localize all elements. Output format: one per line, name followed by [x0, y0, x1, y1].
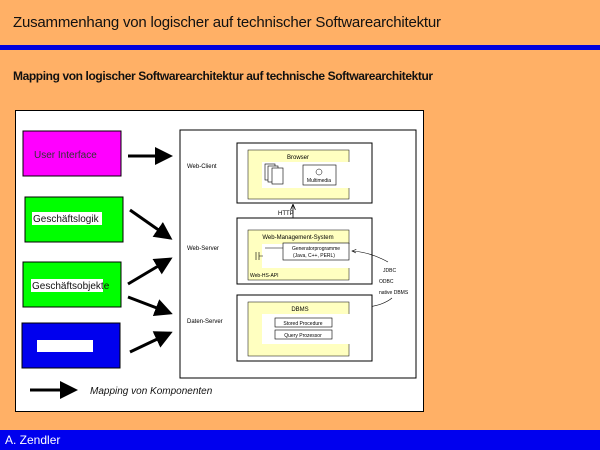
generator-languages-label: (Java, C++, PERL) — [293, 253, 335, 259]
http-label: HTTP — [278, 211, 294, 217]
business-objects-box: Geschäftsobjekte — [22, 261, 122, 308]
legend-label: Mapping von Komponenten — [90, 386, 213, 397]
api-label: Web-HS-API — [250, 273, 279, 279]
business-logic-label: Geschäftslogik — [33, 214, 100, 225]
odbc-label: ODBC — [379, 279, 394, 285]
multimedia-icon — [315, 168, 323, 176]
browser-label: Browser — [287, 155, 309, 161]
mapping-arrow — [127, 295, 173, 317]
wms-label: Web-Management-System — [262, 235, 333, 241]
db-connection — [352, 251, 389, 263]
document-icon — [264, 163, 284, 185]
stored-procedure-label: Stored Procedure — [283, 321, 322, 327]
tier-client-label: Web-Client — [187, 164, 217, 170]
data-server-node: DBMS Stored Procedure Query Prozessor — [236, 294, 373, 362]
title-divider — [0, 45, 600, 50]
mapping-arrow — [127, 257, 173, 286]
data-box — [21, 322, 121, 369]
business-objects-label: Geschäftsobjekte — [32, 281, 110, 292]
jdbc-label: JDBC — [383, 268, 396, 274]
query-processor-box — [274, 329, 333, 340]
slide-title: Zusammenhang von logischer auf technisch… — [13, 14, 441, 31]
dbms-label: DBMS — [291, 307, 308, 313]
footer-bar: A. Zendler — [0, 430, 600, 450]
native-dbms-label: native DBMS — [379, 290, 409, 296]
multimedia-label: Multimedia — [307, 178, 331, 184]
author-label: A. Zendler — [5, 433, 61, 447]
generator-box — [282, 242, 350, 261]
generator-label: Generatorprogramme — [292, 246, 340, 252]
slide-subtitle: Mapping von logischer Softwarearchitektu… — [13, 69, 433, 83]
business-logic-box: Geschäftslogik — [24, 196, 124, 243]
user-interface-label: User Interface — [34, 150, 97, 161]
user-interface-box: User Interface — [22, 130, 122, 177]
mapping-arrow — [129, 208, 173, 240]
tier-data-label: Daten-Server — [187, 319, 223, 325]
web-client-node: Browser Multimedia — [236, 142, 373, 204]
stored-procedure-box — [274, 317, 333, 328]
query-processor-label: Query Prozessor — [284, 333, 322, 339]
web-server-node: Web-Management-System Generatorprogramme… — [236, 217, 373, 285]
tier-server-label: Web-Server — [187, 246, 219, 252]
mapping-arrow — [129, 331, 173, 354]
